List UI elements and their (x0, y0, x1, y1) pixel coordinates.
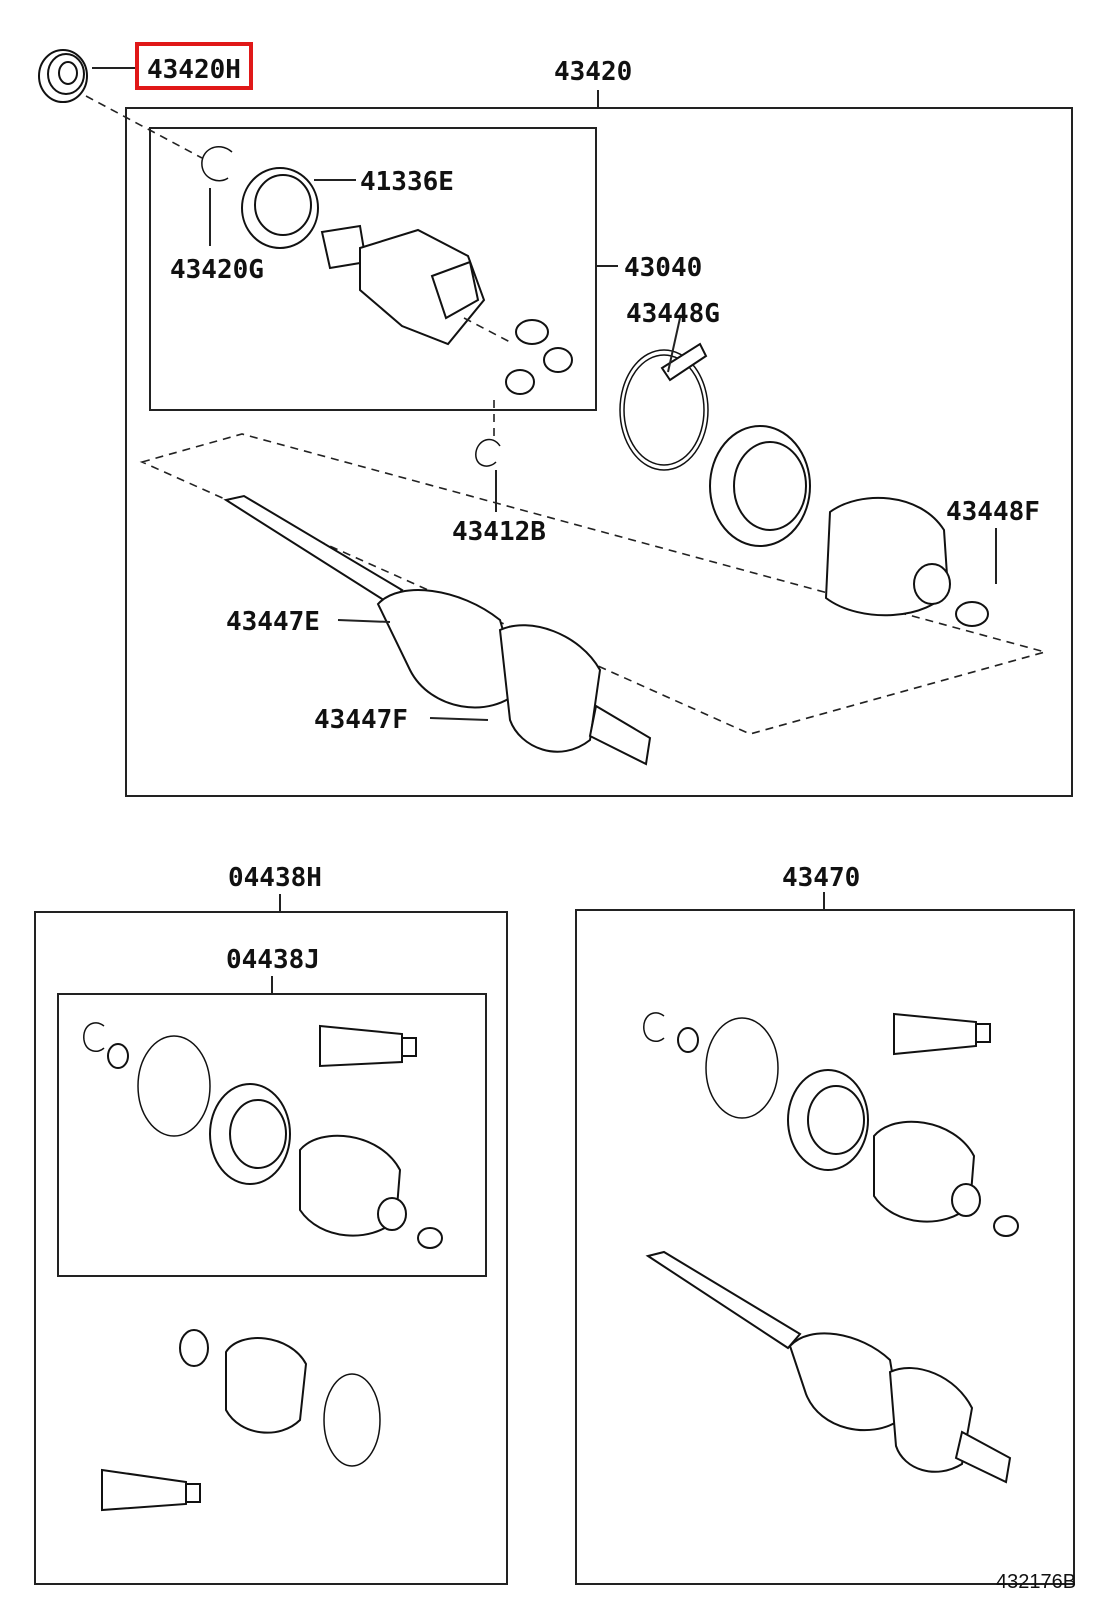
parts-assembly-43470 (643, 1012, 1019, 1484)
frame-43470 (575, 909, 1075, 1585)
label-04438j[interactable]: 04438J (226, 945, 320, 975)
part-41336e-bearing (241, 167, 356, 249)
label-43420g[interactable]: 43420G (170, 255, 264, 285)
group-43420 (125, 90, 1073, 797)
highlight-box-43420h (135, 42, 253, 90)
part-43420g-snap-ring (201, 146, 233, 246)
label-43447f[interactable]: 43447F (314, 705, 408, 735)
label-43447e[interactable]: 43447E (226, 607, 320, 637)
label-43448g[interactable]: 43448G (626, 299, 720, 329)
group-43470 (575, 892, 1075, 1585)
part-boot-assembly-upper (709, 425, 997, 627)
part-drive-shaft-upper (223, 494, 652, 766)
part-43448g-boot-clamp (619, 317, 709, 471)
label-04438h[interactable]: 04438H (228, 863, 322, 893)
label-41336e[interactable]: 41336E (360, 167, 454, 197)
label-43470[interactable]: 43470 (782, 863, 860, 893)
frame-43040 (149, 127, 597, 411)
part-43420h-bearing (38, 49, 203, 159)
label-43040[interactable]: 43040 (624, 253, 702, 283)
group-04438h (34, 894, 508, 1585)
label-43448f[interactable]: 43448F (946, 497, 1040, 527)
frame-04438h (34, 911, 508, 1585)
parts-extra-04438h (101, 1329, 381, 1512)
label-43412b[interactable]: 43412B (452, 517, 546, 547)
figure-id: 432176B (996, 1571, 1076, 1593)
part-43040-outboard-joint (320, 224, 618, 395)
part-43412b-snap-ring (475, 400, 501, 512)
label-43420[interactable]: 43420 (554, 57, 632, 87)
parts-kit-04438j (83, 1022, 443, 1249)
label-43420h[interactable]: 43420H (147, 55, 241, 85)
